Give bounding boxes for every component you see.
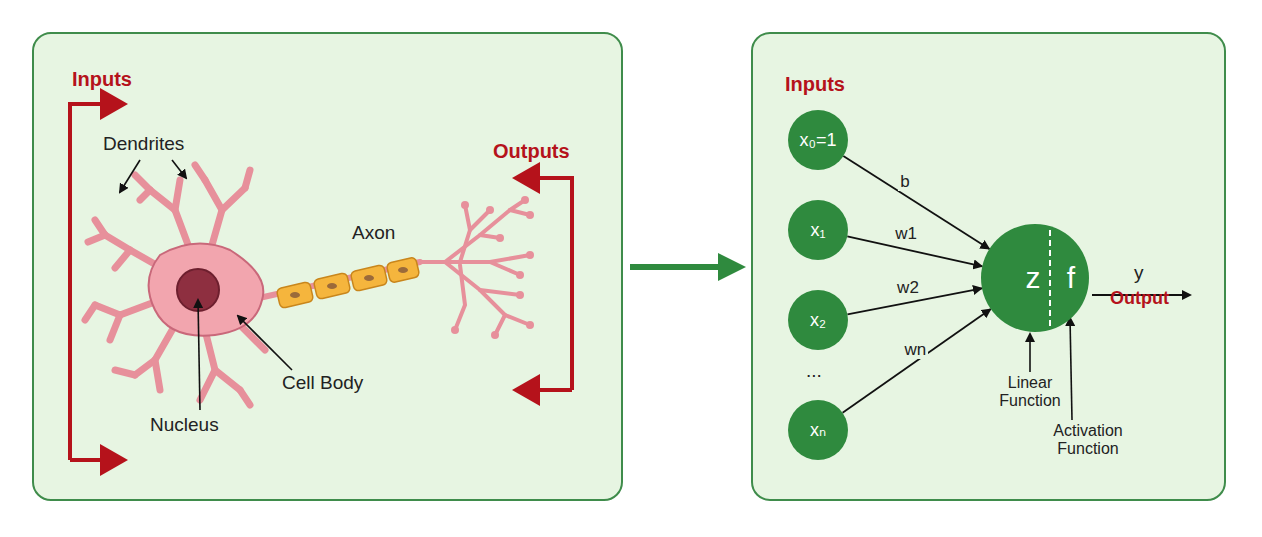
weighted-connection [843,156,989,249]
part-label: Dendrites [103,133,184,155]
output-bracket [516,178,572,390]
divider-line [1049,230,1051,326]
leader-lines [120,160,1190,420]
weighted-connection [843,309,991,413]
input-node: x₀=1 [788,110,848,170]
part-label: Activation Function [1030,422,1146,459]
linear-symbol: z [1026,261,1041,295]
input-bracket [70,104,124,460]
left-panel [33,33,622,500]
part-label: Axon [352,222,395,244]
input-node: x₁ [788,200,848,260]
input-symbol: x₀=1 [800,130,837,151]
part-label: Linear Function [978,374,1082,411]
input-node: x₂ [788,290,848,350]
input-node: xₙ [788,400,848,460]
section-label: Output [1110,288,1169,309]
weight-label: wn [902,341,928,360]
transition-arrowhead [718,253,746,281]
weight-label: w2 [895,279,921,298]
part-label: y [1134,262,1144,284]
section-label: Inputs [72,68,132,91]
input-symbol: xₙ [810,419,826,441]
neuron-unit: zf [981,224,1089,332]
part-label: Cell Body [282,372,363,394]
weight-label: b [898,173,911,192]
right-panel [752,33,1225,500]
input-symbol: x₁ [810,220,825,241]
part-label: Nucleus [150,414,219,436]
part-label: ... [806,360,822,382]
weight-label: w1 [893,225,919,244]
neuron [85,165,534,405]
section-label: Inputs [785,73,845,96]
section-label: Outputs [493,140,570,163]
input-symbol: x₂ [810,310,826,331]
activation-symbol: f [1067,261,1075,295]
transition-arrow [630,264,722,270]
